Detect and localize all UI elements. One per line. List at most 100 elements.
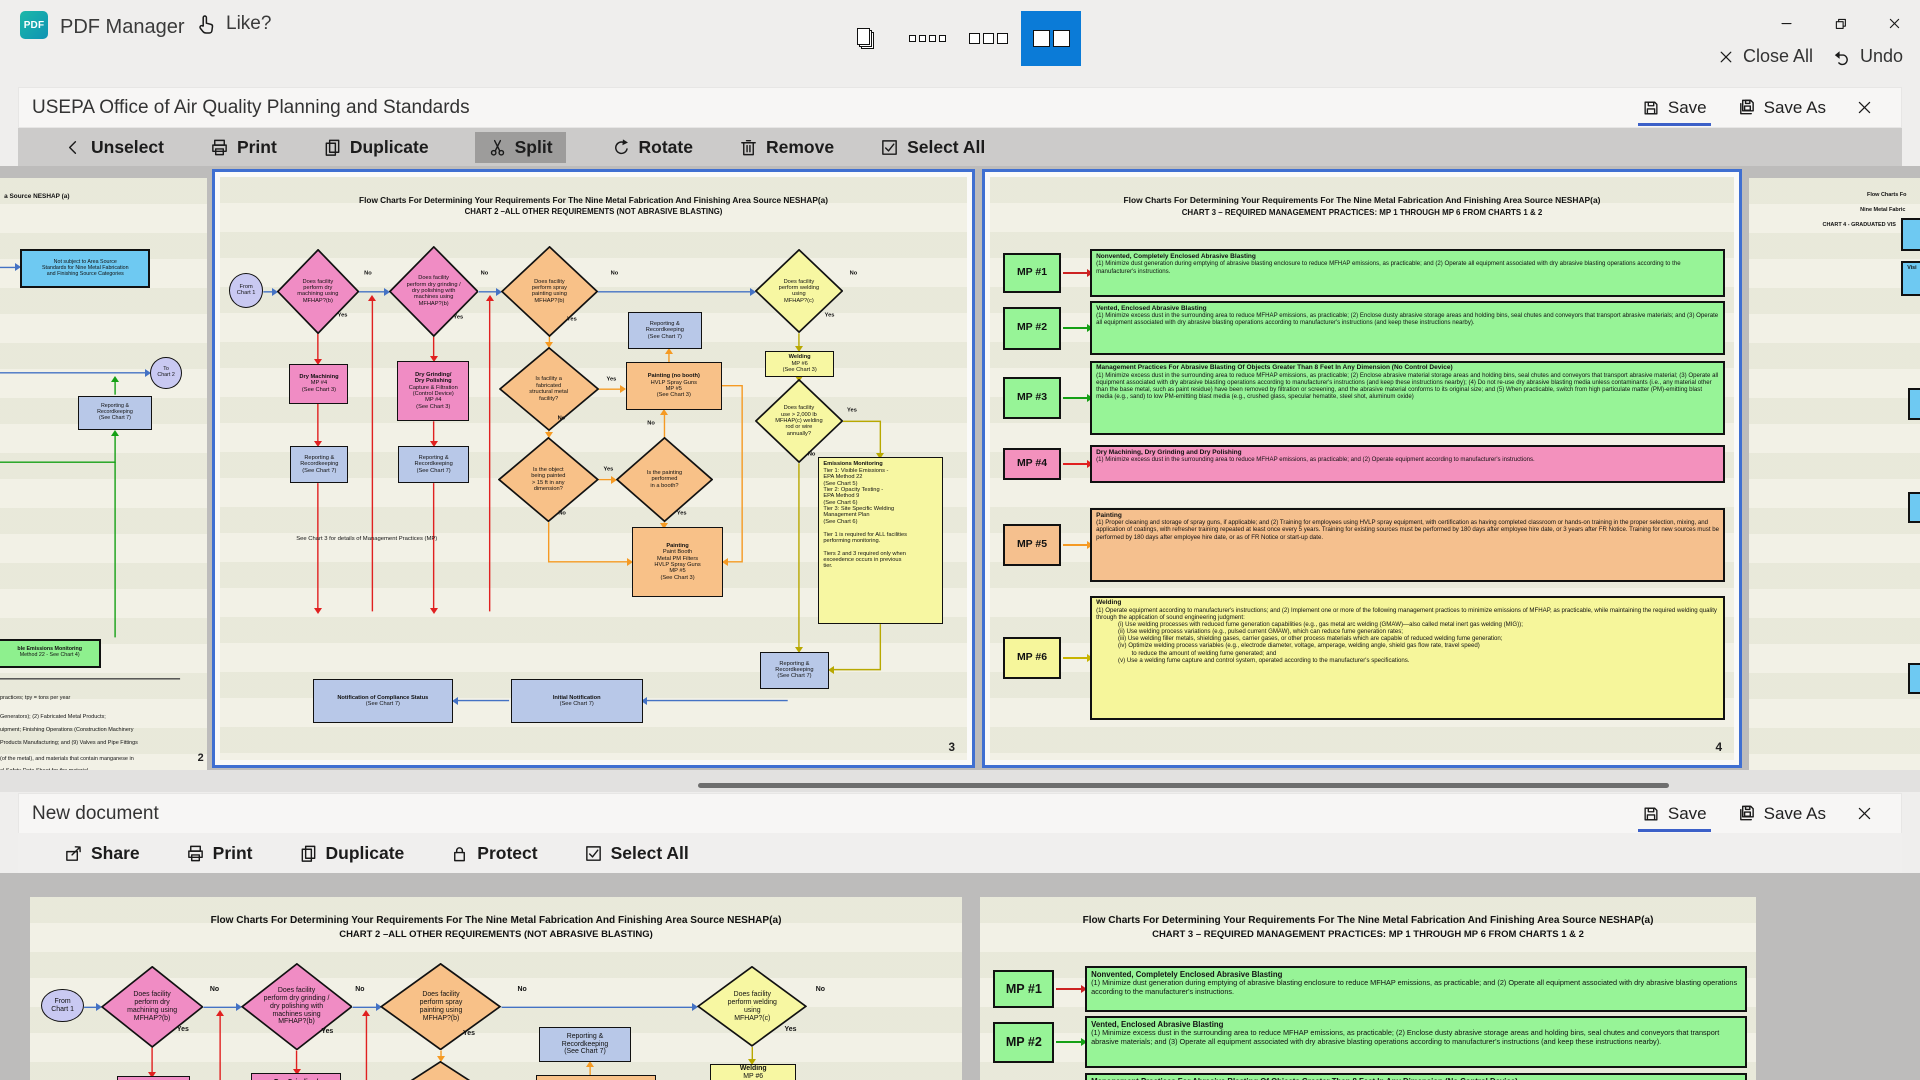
mp-row-arrow <box>1063 327 1089 329</box>
close-all-button[interactable]: Close All <box>1718 46 1813 67</box>
branch-label: No <box>611 270 619 277</box>
checkbox-icon <box>880 138 899 157</box>
flow-node-q-spray-painting: Does facility perform spray painting usi… <box>501 246 598 337</box>
printer-icon <box>210 138 229 157</box>
mp-row-label: MP #6 <box>1003 637 1062 680</box>
doc2-page-2-thumbnail[interactable]: Flow Charts For Determining Your Require… <box>980 897 1756 1080</box>
flow-node-box-painting-no-booth: Painting (no booth)HVLP Spray Guns MP #5… <box>536 1075 656 1080</box>
flow-node-q-painting-booth: Is the painting performed in a booth? <box>616 437 713 522</box>
small-thumbnails-view-button[interactable] <box>897 11 957 66</box>
branch-label: Yes <box>453 314 463 321</box>
flow-node-box-dry-grinding: Dry Grinding/ Dry PolishingCapture & Fil… <box>251 1073 341 1080</box>
doc2-protect-button[interactable]: Protect <box>450 843 537 864</box>
page-5-thumbnail[interactable]: VisiFlow Charts FoNine Metal FabricCHART… <box>1749 178 1920 770</box>
select-all-label: Select All <box>907 137 985 158</box>
scissors-icon <box>488 138 507 157</box>
doc1-title: USEPA Office of Air Quality Planning and… <box>19 97 1642 119</box>
doc1-split-button[interactable]: Split <box>475 132 566 163</box>
branch-label: Yes <box>607 377 617 384</box>
flow-node-box-emissions-monitoring: Emissions MonitoringTier 1: Visible Emis… <box>818 457 943 624</box>
doc2-close-button[interactable] <box>1856 803 1873 824</box>
single-page-view-button[interactable] <box>836 11 896 66</box>
save-icon <box>1642 805 1660 823</box>
stacked-pages-icon <box>857 28 876 50</box>
split-label: Split <box>515 137 553 158</box>
large-thumbnails-view-button[interactable] <box>1021 11 1081 66</box>
doc1-save-as-button[interactable]: Save As <box>1737 96 1826 120</box>
duplicate-icon <box>323 138 342 157</box>
doc2-duplicate-button[interactable]: Duplicate <box>299 843 405 864</box>
arrowhead-icon <box>368 295 376 301</box>
branch-label: Yes <box>177 1026 189 1034</box>
page-2-thumbnail[interactable]: Not subject to Area Source Standards for… <box>0 178 207 770</box>
doc2-title: New document <box>19 803 1642 825</box>
save-icon <box>1642 99 1660 117</box>
flow-node-box-initial-notification: Initial Notification(See Chart 7) <box>511 679 643 723</box>
window-restore-button[interactable] <box>1822 8 1858 38</box>
like-button[interactable]: Like? <box>195 13 271 35</box>
flow-node-box-not-subject: Not subject to Area Source Standards for… <box>20 249 150 288</box>
mp-row-label: MP #2 <box>993 1022 1054 1063</box>
flow-node-box-reporting-2: Reporting & Recordkeeping (See Chart 7) <box>398 446 470 483</box>
branch-label: Yes <box>825 312 835 319</box>
page-chart-title: Flow Charts For Determining Your Require… <box>227 195 959 218</box>
window-close-button[interactable] <box>1876 8 1912 38</box>
doc2-header-bar: New document Save Save As <box>18 793 1902 834</box>
doc1-duplicate-button[interactable]: Duplicate <box>323 137 429 158</box>
doc1-unselect-button[interactable]: Unselect <box>64 137 164 158</box>
mp-row-box-5: Painting(1) Proper cleaning and storage … <box>1090 508 1725 582</box>
close-icon <box>1856 99 1873 116</box>
flow-node-q-fabricated: Is facility a fabricated structural meta… <box>378 1061 503 1080</box>
mp-row-box-2: Vented, Enclosed Abrasive Blasting(1) Mi… <box>1090 301 1725 355</box>
save-active-underline <box>1638 123 1711 126</box>
flow-node-box-painting-booth: PaintingPaint Booth Metal PM Filters HVL… <box>632 527 724 598</box>
arrowhead-icon <box>111 376 119 382</box>
share-icon <box>64 844 83 863</box>
doc2-page-1-thumbnail[interactable]: From Chart 1Does facility perform dry ma… <box>30 897 962 1080</box>
flow-node-box-visible-emissions: ble Emissions MonitoringMethod 22 - See … <box>0 639 101 668</box>
flow-node-box-notification-compliance: Notification of Compliance Status(See Ch… <box>313 679 453 723</box>
window-minimize-button[interactable] <box>1768 8 1804 38</box>
duplicate-label: Duplicate <box>326 843 405 864</box>
horizontal-scrollbar[interactable] <box>698 783 1669 788</box>
mp-row-label: MP #1 <box>1003 253 1062 293</box>
trash-icon <box>739 138 758 157</box>
flow-text: al Safety Data Sheet for the material. <box>0 768 90 770</box>
rotate-icon <box>612 138 631 157</box>
doc2-share-button[interactable]: Share <box>64 843 140 864</box>
mp-row-label: MP #4 <box>1003 448 1062 480</box>
doc1-print-button[interactable]: Print <box>210 137 277 158</box>
mp-row-arrow <box>1063 657 1089 659</box>
mp-row-arrow <box>1056 1041 1083 1043</box>
doc2-select-all-button[interactable]: Select All <box>584 843 689 864</box>
flow-text: a Source NESHAP (a) <box>4 193 69 200</box>
doc2-print-button[interactable]: Print <box>186 843 253 864</box>
flow-text: (of the metal), and materials that conta… <box>0 756 134 762</box>
doc2-save-as-button[interactable]: Save As <box>1737 802 1826 826</box>
save-as-icon <box>1737 98 1756 117</box>
flow-node-box-reporting-top: Reporting & Recordkeeping (See Chart 7) <box>628 312 702 349</box>
arrowhead-icon <box>362 1010 370 1016</box>
doc1-close-button[interactable] <box>1856 97 1873 118</box>
doc2-save-button[interactable]: Save <box>1642 802 1707 826</box>
medium-thumbnails-view-button[interactable] <box>958 11 1018 66</box>
page-4-thumbnail-selected[interactable]: Flow Charts For Determining Your Require… <box>982 169 1742 768</box>
flow-node-box-cyan-1 <box>1901 218 1920 251</box>
flow-node-box-cyan-4 <box>1908 492 1920 523</box>
page-3-thumbnail-selected[interactable]: From Chart 1Does facility perform dry ma… <box>212 169 975 768</box>
page-chart-title: Flow Charts For Determining Your Require… <box>39 914 952 941</box>
arrowhead-icon <box>828 666 834 674</box>
doc1-rotate-button[interactable]: Rotate <box>612 137 693 158</box>
mp-row-box-3: Management Practices For Abrasive Blasti… <box>1090 361 1725 436</box>
lock-icon <box>450 844 469 863</box>
doc1-save-button[interactable]: Save <box>1642 96 1707 120</box>
mp-row-arrow <box>1056 988 1083 990</box>
flow-node-q-dry-machining: Does facility perform dry machining usin… <box>277 249 359 334</box>
branch-label: No <box>808 451 816 458</box>
doc1-select-all-button[interactable]: Select All <box>880 137 985 158</box>
arrowhead-icon <box>486 295 494 301</box>
chevron-left-icon <box>64 138 83 157</box>
undo-icon <box>1832 47 1851 66</box>
doc1-remove-button[interactable]: Remove <box>739 137 834 158</box>
undo-button[interactable]: Undo <box>1832 46 1903 67</box>
